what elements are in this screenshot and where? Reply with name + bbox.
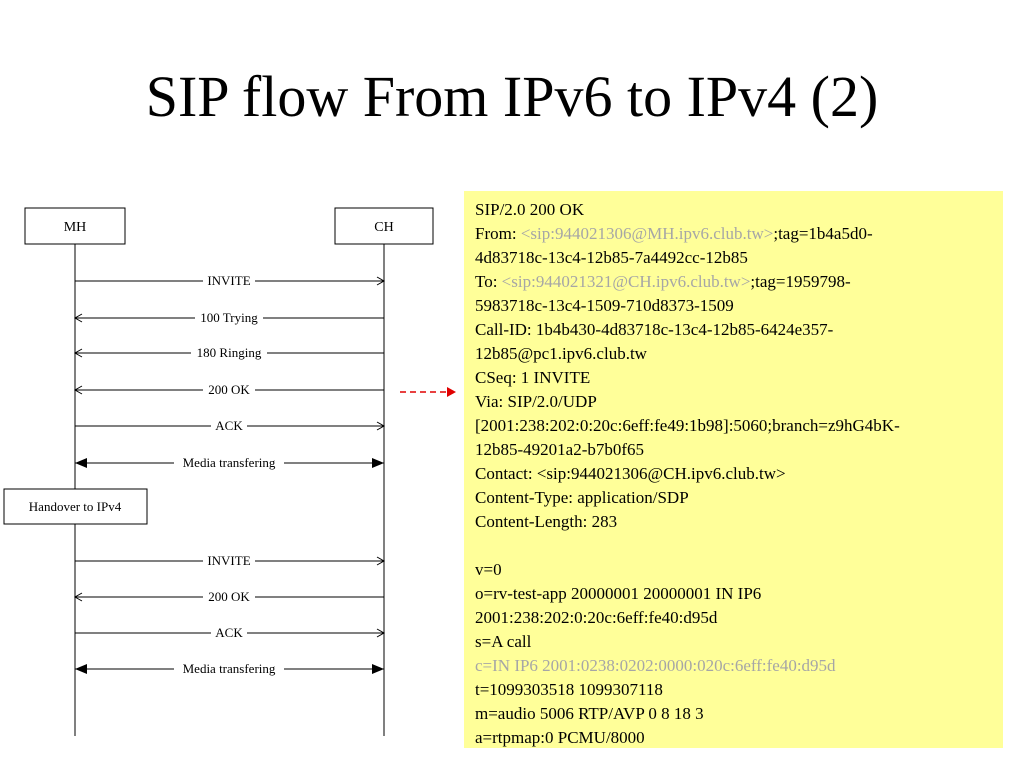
arrow-head-left	[73, 313, 83, 323]
content-type-header: Content-Type: application/SDP	[475, 488, 689, 507]
actor-mh-label: MH	[64, 220, 87, 235]
message-label: Media transfering	[183, 455, 276, 470]
arrow-head-left	[73, 385, 83, 395]
via-header-cont: 12b85-49201a2-b7b0f65	[475, 440, 645, 459]
message-invite-2: INVITE	[75, 553, 386, 569]
message-ack-2: ACK	[75, 625, 386, 641]
message-ack: ACK	[75, 418, 386, 434]
actor-mh: MH	[24, 207, 126, 245]
message-media-transfering-2: Media transfering	[75, 661, 384, 677]
pointer-arrow-icon	[400, 387, 456, 397]
status-line: SIP/2.0 200 OK	[475, 200, 585, 219]
from-header-cont: 4d83718c-13c4-12b85-7a4492cc-12b85	[475, 248, 748, 267]
sdp-version: v=0	[475, 560, 502, 579]
sdp-time: t=1099303518 1099307118	[475, 680, 663, 699]
message-media-transfering: Media transfering	[75, 455, 384, 471]
message-label: 200 OK	[208, 382, 250, 397]
call-id-header: Call-ID: 1b4b430-4d83718c-13c4-12b85-642…	[475, 320, 834, 339]
arrow-head-right	[376, 421, 386, 431]
arrow-head-right	[376, 276, 386, 286]
message-label: Media transfering	[183, 661, 276, 676]
actor-ch: CH	[334, 207, 434, 245]
blank-line	[475, 534, 1003, 558]
message-100-trying: 100 Trying	[73, 310, 384, 326]
sdp-attribute: a=rtpmap:0 PCMU/8000	[475, 728, 645, 747]
sdp-connection: c=IN IP6 2001:0238:0202:0000:020c:6eff:f…	[475, 656, 836, 675]
to-uri: <sip:944021321@CH.ipv6.club.tw>	[501, 272, 751, 291]
message-label: INVITE	[207, 273, 250, 288]
contact-header: Contact: <sip:944021306@CH.ipv6.club.tw>	[475, 464, 786, 483]
sdp-origin: o=rv-test-app 20000001 20000001 IN IP6	[475, 584, 762, 603]
arrow-head-left-filled	[75, 458, 87, 468]
message-label: 100 Trying	[200, 310, 258, 325]
arrow-head-left	[73, 348, 83, 358]
actor-ch-label: CH	[374, 220, 393, 235]
handover-label: Handover to IPv4	[29, 499, 122, 514]
from-header: From: <sip:944021306@MH.ipv6.club.tw>;ta…	[475, 222, 1003, 246]
message-invite: INVITE	[75, 273, 386, 289]
from-uri: <sip:944021306@MH.ipv6.club.tw>	[520, 224, 774, 243]
from-suffix: ;tag=1b4a5d0-	[773, 224, 873, 243]
from-prefix: From:	[475, 224, 521, 243]
via-header: Via: SIP/2.0/UDP	[475, 392, 597, 411]
message-label: 200 OK	[208, 589, 250, 604]
message-label: ACK	[215, 418, 243, 433]
sdp-origin-cont: 2001:238:202:0:20c:6eff:fe40:d95d	[475, 608, 718, 627]
sdp-session: s=A call	[475, 632, 532, 651]
arrow-head-left-filled	[75, 664, 87, 674]
to-header-cont: 5983718c-13c4-1509-710d8373-1509	[475, 296, 734, 315]
slide-title: SIP flow From IPv6 to IPv4 (2)	[145, 64, 879, 129]
call-id-header-cont: 12b85@pc1.ipv6.club.tw	[475, 344, 647, 363]
to-suffix: ;tag=1959798-	[750, 272, 851, 291]
handover-box: Handover to IPv4	[3, 488, 148, 525]
arrow-head-right-filled	[372, 664, 384, 674]
cseq-header: CSeq: 1 INVITE	[475, 368, 591, 387]
message-label: ACK	[215, 625, 243, 640]
to-header: To: <sip:944021321@CH.ipv6.club.tw>;tag=…	[475, 270, 1003, 294]
arrow-head-left	[73, 592, 83, 602]
arrow-head-right	[376, 556, 386, 566]
arrow-head-right-filled	[372, 458, 384, 468]
message-200-ok: 200 OK	[73, 382, 384, 398]
message-200-ok-2: 200 OK	[73, 589, 384, 605]
message-label: INVITE	[207, 553, 250, 568]
content-length-header: Content-Length: 283	[475, 512, 618, 531]
sip-message-panel: SIP/2.0 200 OK From: <sip:944021306@MH.i…	[464, 191, 1003, 748]
via-header-cont: [2001:238:202:0:20c:6eff:fe49:1b98]:5060…	[475, 416, 900, 435]
message-label: 180 Ringing	[197, 345, 262, 360]
message-180-ringing: 180 Ringing	[73, 345, 384, 361]
to-prefix: To:	[475, 272, 502, 291]
arrow-head-right	[376, 628, 386, 638]
sdp-media: m=audio 5006 RTP/AVP 0 8 18 3	[475, 704, 704, 723]
